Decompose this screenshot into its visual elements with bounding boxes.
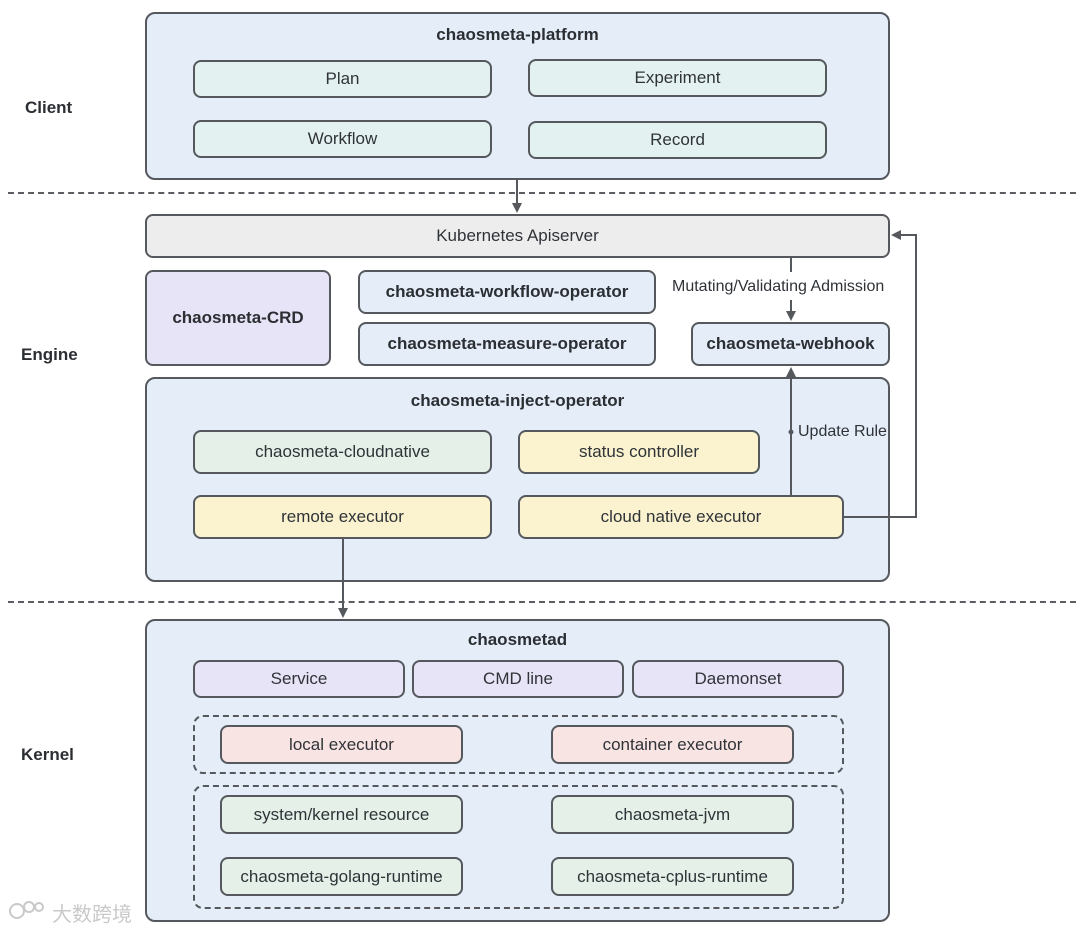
status-controller-box: status controller — [518, 430, 760, 474]
chaosmetad-title: chaosmetad — [467, 630, 568, 649]
client-layer-label: Client — [25, 98, 73, 117]
engine-kernel-separator — [8, 601, 1076, 603]
plan-box: Plan — [193, 60, 492, 98]
remote-executor-box: remote executor — [193, 495, 492, 539]
client-engine-separator — [8, 192, 1076, 194]
workflow-box: Workflow — [193, 120, 492, 158]
record-box: Record — [528, 121, 827, 159]
workflow-operator-box: chaosmeta-workflow-operator — [358, 270, 656, 314]
cloud-native-executor-box: cloud native executor — [518, 495, 844, 539]
daemonset-box: Daemonset — [632, 660, 844, 698]
chaosmeta-jvm-box: chaosmeta-jvm — [551, 795, 794, 834]
kubernetes-apiserver-box: Kubernetes Apiserver — [145, 214, 890, 258]
kernel-layer-label: Kernel — [21, 745, 74, 764]
inject-operator-container: chaosmeta-inject-operator — [145, 377, 890, 582]
executors-group — [193, 715, 844, 774]
engine-layer-label: Engine — [21, 345, 78, 364]
measure-operator-box: chaosmeta-measure-operator — [358, 322, 656, 366]
resources-group — [193, 785, 844, 909]
golang-runtime-box: chaosmeta-golang-runtime — [220, 857, 463, 896]
system-kernel-resource-box: system/kernel resource — [220, 795, 463, 834]
watermark: 大数跨境 — [8, 898, 132, 927]
watermark-logo-icon — [8, 899, 48, 927]
watermark-text: 大数跨境 — [52, 904, 132, 926]
platform-title: chaosmeta-platform — [436, 25, 599, 44]
container-executor-box: container executor — [551, 725, 794, 764]
update-rule-label: Update Rule — [798, 423, 887, 440]
service-box: Service — [193, 660, 405, 698]
local-executor-box: local executor — [220, 725, 463, 764]
executor-to-apiserver-arrow — [844, 230, 917, 518]
webhook-box: chaosmeta-webhook — [691, 322, 890, 366]
cmd-line-box: CMD line — [412, 660, 624, 698]
experiment-box: Experiment — [528, 59, 827, 97]
admission-label: Mutating/Validating Admission — [672, 278, 885, 295]
inject-operator-title: chaosmeta-inject-operator — [410, 391, 625, 410]
cplus-runtime-box: chaosmeta-cplus-runtime — [551, 857, 794, 896]
crd-box: chaosmeta-CRD — [145, 270, 331, 366]
update-rule-dot — [788, 429, 794, 435]
cloudnative-box: chaosmeta-cloudnative — [193, 430, 492, 474]
